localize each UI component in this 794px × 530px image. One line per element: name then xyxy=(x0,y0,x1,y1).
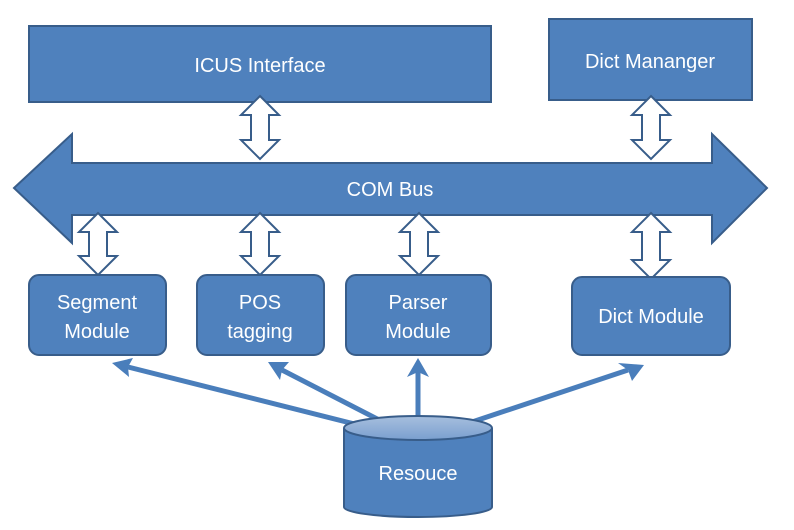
icus-interface-box: ICUS Interface xyxy=(28,25,492,103)
segment-bus-connector xyxy=(76,211,120,277)
parser-module-box: Parser Module xyxy=(345,274,492,356)
pos-tagging-label-line2: tagging xyxy=(227,321,293,343)
pos-bus-connector xyxy=(238,211,282,277)
pos-tagging-label-line1: POS xyxy=(239,292,281,314)
segment-module-box: Segment Module xyxy=(28,274,167,356)
resource-to-pos-arrowhead xyxy=(268,362,289,380)
segment-module-label-line1: Segment xyxy=(57,292,137,314)
dictmgr-bus-connector xyxy=(629,94,673,161)
resource-to-parser-arrowhead xyxy=(407,358,429,377)
resource-cylinder-top xyxy=(343,415,493,441)
resource-to-dictmodule-arrowhead xyxy=(618,363,644,381)
com-bus-label: COM Bus xyxy=(347,179,434,201)
resource-label: Resouce xyxy=(379,463,458,485)
icus-interface-label: ICUS Interface xyxy=(194,55,325,77)
dict-module-label: Dict Module xyxy=(598,306,704,328)
dict-manager-label: Dict Mananger xyxy=(585,51,715,73)
dictmodule-bus-connector xyxy=(629,211,673,281)
parser-module-label-line2: Module xyxy=(385,321,451,343)
icus-bus-connector xyxy=(238,94,282,161)
parser-bus-connector xyxy=(397,211,441,277)
com-bus-arrow: COM Bus xyxy=(12,131,769,246)
segment-module-label-line2: Module xyxy=(64,321,130,343)
parser-module-label-line1: Parser xyxy=(389,292,448,314)
resource-database-cylinder: Resouce xyxy=(343,415,493,518)
dict-module-box: Dict Module xyxy=(571,276,731,356)
resource-to-segment-arrowhead xyxy=(112,358,133,377)
pos-tagging-box: POS tagging xyxy=(196,274,325,356)
dict-manager-box: Dict Mananger xyxy=(548,18,753,101)
